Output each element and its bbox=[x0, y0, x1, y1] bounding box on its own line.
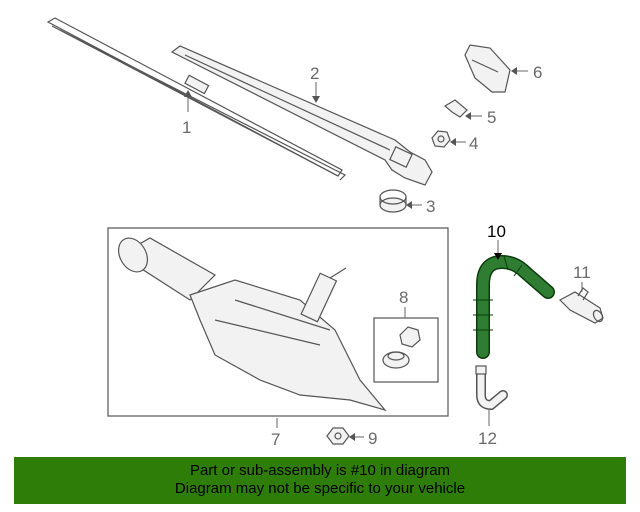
part-10-washer-hose[interactable] bbox=[473, 254, 555, 359]
callout-6: 6 bbox=[533, 63, 542, 82]
part-9-nut[interactable] bbox=[326, 427, 350, 445]
callout-2: 2 bbox=[310, 64, 319, 83]
part-7-motor-assembly[interactable] bbox=[107, 227, 449, 417]
part-3-grommet[interactable] bbox=[379, 189, 407, 213]
info-banner: Part or sub-assembly is #10 in diagram D… bbox=[14, 457, 626, 504]
callout-10: 10 bbox=[487, 222, 506, 241]
part-4-nut[interactable] bbox=[431, 130, 451, 148]
callout-5: 5 bbox=[487, 108, 496, 127]
callout-7: 7 bbox=[271, 430, 280, 449]
banner-line-1: Part or sub-assembly is #10 in diagram bbox=[189, 462, 451, 479]
part-5-clip[interactable] bbox=[443, 99, 468, 118]
part-8-mounting-kit[interactable] bbox=[373, 317, 439, 383]
part-11-connector[interactable] bbox=[559, 287, 604, 324]
callout-12: 12 bbox=[478, 429, 497, 448]
callout-3: 3 bbox=[426, 197, 435, 216]
banner-line-2: Diagram may not be specific to your vehi… bbox=[174, 480, 466, 497]
callout-1: 1 bbox=[182, 118, 191, 137]
parts-diagram: 1 2 3 4 5 6 bbox=[46, 17, 604, 449]
callout-11: 11 bbox=[573, 263, 591, 282]
part-1-wiper-blade[interactable] bbox=[46, 17, 347, 181]
callout-4: 4 bbox=[469, 134, 478, 153]
part-12-elbow-hose[interactable] bbox=[475, 365, 508, 411]
callout-9: 9 bbox=[368, 429, 377, 448]
part-2-wiper-arm[interactable] bbox=[170, 45, 433, 186]
callout-8: 8 bbox=[399, 288, 408, 307]
part-6-cap[interactable] bbox=[464, 44, 511, 93]
